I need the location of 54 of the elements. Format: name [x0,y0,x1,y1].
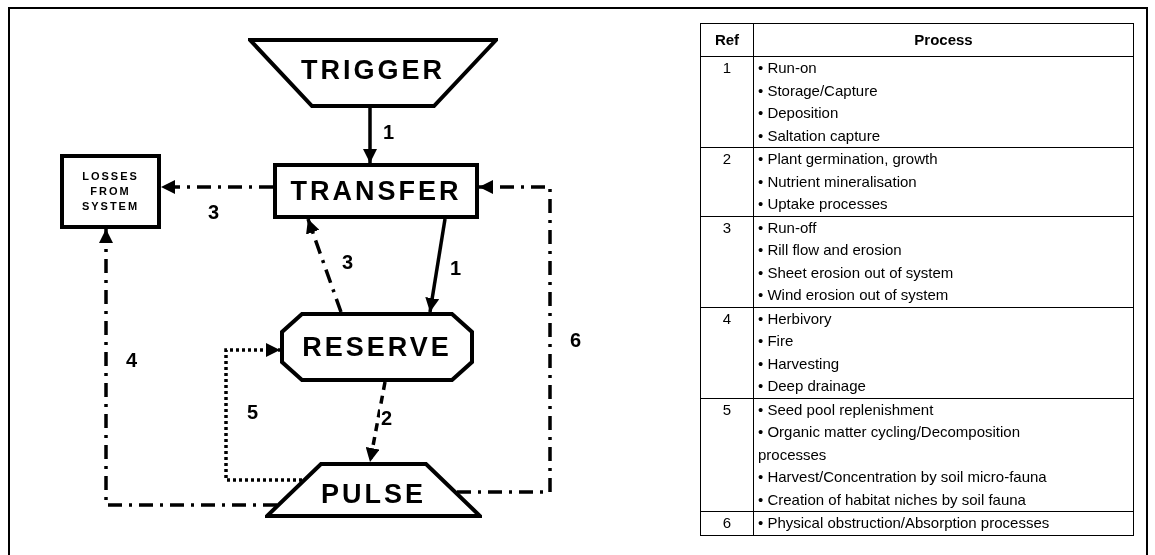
process-item: • Plant germination, growth [758,149,939,169]
ref-number: 4 [722,308,732,329]
process-item: • Nutrient mineralisation [758,171,918,192]
process-item: • Run-off [758,217,818,238]
node-label: LOSSES FROM SYSTEM [80,169,141,214]
process-item: • Harvest/Concentration by soil micro-fauna [758,467,1048,487]
edge-label: 4 [125,350,139,370]
process-item: • Deposition [758,103,840,123]
process-item: • Organic matter cycling/Decomposition processes [758,422,1022,465]
process-item: • Saltation capture [758,125,881,146]
process-item: • Creation of habitat niches by soil fauna [758,489,1027,510]
arrow [99,229,277,507]
process-item: • Run-on [758,58,818,78]
node-label: RESERVE [302,333,452,361]
trapezoid-node [248,38,498,108]
arrow [224,343,302,482]
octagon-node [280,312,474,382]
edge-label: 2 [380,408,394,428]
edge-label: 6 [569,330,583,350]
arrow [425,218,447,313]
process-item: • Fire [758,331,795,351]
column-header: Ref [714,29,740,50]
arrow [457,180,552,494]
process-item: • Sheet erosion out of system [758,262,955,283]
arrow [306,218,343,313]
trapezoid-node [265,462,482,518]
node-label: TRANSFER [290,177,462,205]
ref-number: 3 [722,217,732,238]
edge-label: 1 [382,122,396,142]
process-item: • Uptake processes [758,194,889,214]
process-item: • Seed pool replenishment [758,399,935,420]
process-item: • Physical obstruction/Absorption processes [758,513,1051,533]
process-box [273,163,479,219]
node-label: PULSE [321,480,426,508]
process-item: • Rill flow and erosion [758,240,903,260]
edge-label: 1 [449,258,463,278]
process-item: • Harvesting [758,353,841,374]
process-box [60,154,161,229]
ref-number: 6 [722,513,732,533]
ref-number: 5 [722,399,732,420]
arrow [161,180,273,194]
edge-label: 3 [207,202,221,222]
edge-label: 5 [246,402,260,422]
ref-number: 1 [722,58,732,78]
arrow [365,381,387,463]
column-header: Process [914,29,973,50]
process-item: • Wind erosion out of system [758,285,950,305]
edge-label: 3 [341,252,355,272]
arrow [363,108,377,163]
process-item: • Herbivory [758,308,833,329]
process-item: • Deep drainage [758,376,867,396]
ref-number: 2 [722,149,732,169]
node-label: TRIGGER [301,56,445,84]
process-item: • Storage/Capture [758,80,879,101]
